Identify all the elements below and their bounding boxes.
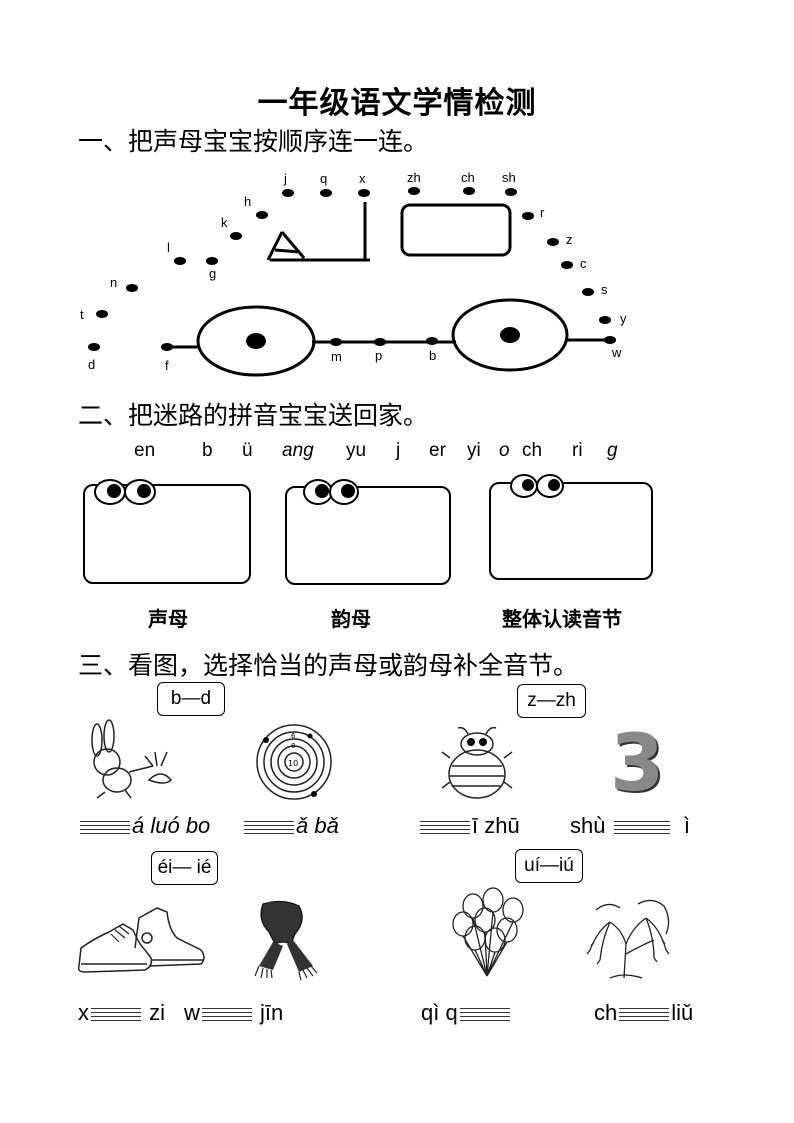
item7-prefix: qì q bbox=[421, 1000, 458, 1025]
q3-item1: á luó bo bbox=[78, 813, 210, 839]
scarf-icon bbox=[254, 900, 318, 981]
section2-heading: 二、把迷路的拼音宝宝送回家。 bbox=[78, 401, 429, 430]
letter-r: r bbox=[540, 205, 545, 220]
letter-sh: sh bbox=[502, 170, 516, 185]
item4-prefix: shù bbox=[570, 813, 606, 838]
page-title: 一年级语文学情检测 bbox=[257, 86, 537, 121]
pinyin-u-umlaut: ü bbox=[242, 440, 253, 461]
item8-suffix: liǔ bbox=[671, 1000, 694, 1025]
letter-x: x bbox=[359, 171, 366, 186]
category-yunmu: 韵母 bbox=[331, 607, 371, 631]
answer-blank-3[interactable] bbox=[420, 818, 470, 836]
letter-q: q bbox=[320, 171, 328, 186]
letter-zh: zh bbox=[407, 170, 421, 185]
letter-n: n bbox=[110, 275, 118, 290]
pinyin-ri: ri bbox=[572, 440, 583, 461]
answer-blank-4[interactable] bbox=[613, 818, 670, 836]
q3-item7: qì q bbox=[421, 1000, 512, 1026]
item1-suffix: á luó bo bbox=[132, 813, 211, 838]
letter-s: s bbox=[601, 282, 608, 297]
rabbit-pulling-radish-icon bbox=[91, 719, 173, 799]
option-b-d: b—d bbox=[157, 682, 225, 716]
pinyin-ang: ang bbox=[282, 440, 314, 461]
pinyin-yi: yi bbox=[467, 440, 481, 461]
answer-blank-8[interactable] bbox=[619, 1005, 670, 1023]
letter-t: t bbox=[80, 307, 84, 322]
letter-k: k bbox=[221, 215, 228, 230]
option-ui-iu: uí—iú bbox=[515, 849, 583, 883]
letter-b: b bbox=[429, 348, 437, 363]
category-zhengti: 整体认读音节 bbox=[502, 607, 622, 631]
letter-l: l bbox=[167, 240, 170, 255]
answer-blank-5[interactable] bbox=[91, 1005, 141, 1023]
section1-heading: 一、把声母宝宝按顺序连一连。 bbox=[78, 127, 429, 156]
number-three-icon: 3 bbox=[610, 719, 665, 809]
house-box-shengmu[interactable] bbox=[82, 474, 252, 586]
item4-suffix: ì bbox=[683, 813, 690, 838]
pinyin-yu: yu bbox=[346, 440, 367, 461]
letter-m: m bbox=[331, 349, 342, 364]
letter-j: j bbox=[284, 171, 287, 186]
answer-blank-1[interactable] bbox=[80, 818, 130, 836]
q3-item2: ǎ bǎ bbox=[242, 813, 339, 839]
letter-c: c bbox=[580, 256, 587, 271]
q3-item4: shù ì bbox=[570, 813, 690, 839]
item3-suffix: ī zhū bbox=[472, 813, 520, 838]
pinyin-ch: ch bbox=[522, 440, 543, 461]
pinyin-en: en bbox=[134, 440, 156, 461]
item5-suffix: zi bbox=[149, 1000, 166, 1025]
item6-prefix: w bbox=[184, 1000, 200, 1025]
letter-ch: ch bbox=[461, 170, 475, 185]
answer-blank-6[interactable] bbox=[201, 1005, 252, 1023]
house-box-yunmu[interactable] bbox=[284, 474, 452, 586]
q3-item6: w jīn bbox=[184, 1000, 283, 1026]
letter-y: y bbox=[620, 311, 627, 326]
pinyin-g: g bbox=[607, 440, 618, 461]
letter-w: w bbox=[612, 345, 622, 360]
willow-tree-icon bbox=[586, 899, 670, 979]
option-ei-ie: éi— ié bbox=[151, 851, 218, 885]
house-box-zhengti[interactable] bbox=[488, 470, 654, 582]
answer-blank-2[interactable] bbox=[244, 818, 294, 836]
letter-g: g bbox=[209, 266, 217, 281]
pinyin-er: er bbox=[429, 440, 446, 461]
target-label-8: 8 bbox=[291, 742, 295, 750]
category-shengmu: 声母 bbox=[148, 607, 188, 631]
option-z-zh: z—zh bbox=[517, 684, 586, 718]
target-label-10: 10 bbox=[288, 759, 298, 768]
answer-blank-7[interactable] bbox=[459, 1005, 510, 1023]
target-label-6: 6 bbox=[291, 732, 296, 740]
ladybug-icon bbox=[441, 726, 513, 799]
letter-h: h bbox=[244, 194, 252, 209]
item2-suffix: ǎ bǎ bbox=[296, 813, 339, 838]
pinyin-j: j bbox=[396, 440, 401, 461]
item5-prefix: x bbox=[78, 1000, 89, 1025]
balloons-icon bbox=[452, 887, 524, 977]
sneakers-icon bbox=[77, 907, 205, 973]
pinyin-b: b bbox=[202, 440, 213, 461]
q3-item8: ch liǔ bbox=[594, 1000, 693, 1026]
letter-z: z bbox=[566, 232, 573, 247]
car-dot-diagram bbox=[88, 187, 616, 377]
q3-item5: x zi bbox=[78, 1000, 165, 1026]
letter-p: p bbox=[375, 348, 383, 363]
pinyin-o: o bbox=[499, 440, 510, 461]
q3-item3: ī zhū bbox=[418, 813, 520, 839]
target-icon: 6 8 10 bbox=[256, 724, 332, 800]
item6-suffix: jīn bbox=[260, 1000, 284, 1025]
section3-heading: 三、看图，选择恰当的声母或韵母补全音节。 bbox=[78, 651, 579, 680]
letter-d: d bbox=[88, 357, 96, 372]
letter-f: f bbox=[165, 358, 169, 373]
item8-prefix: ch bbox=[594, 1000, 618, 1025]
